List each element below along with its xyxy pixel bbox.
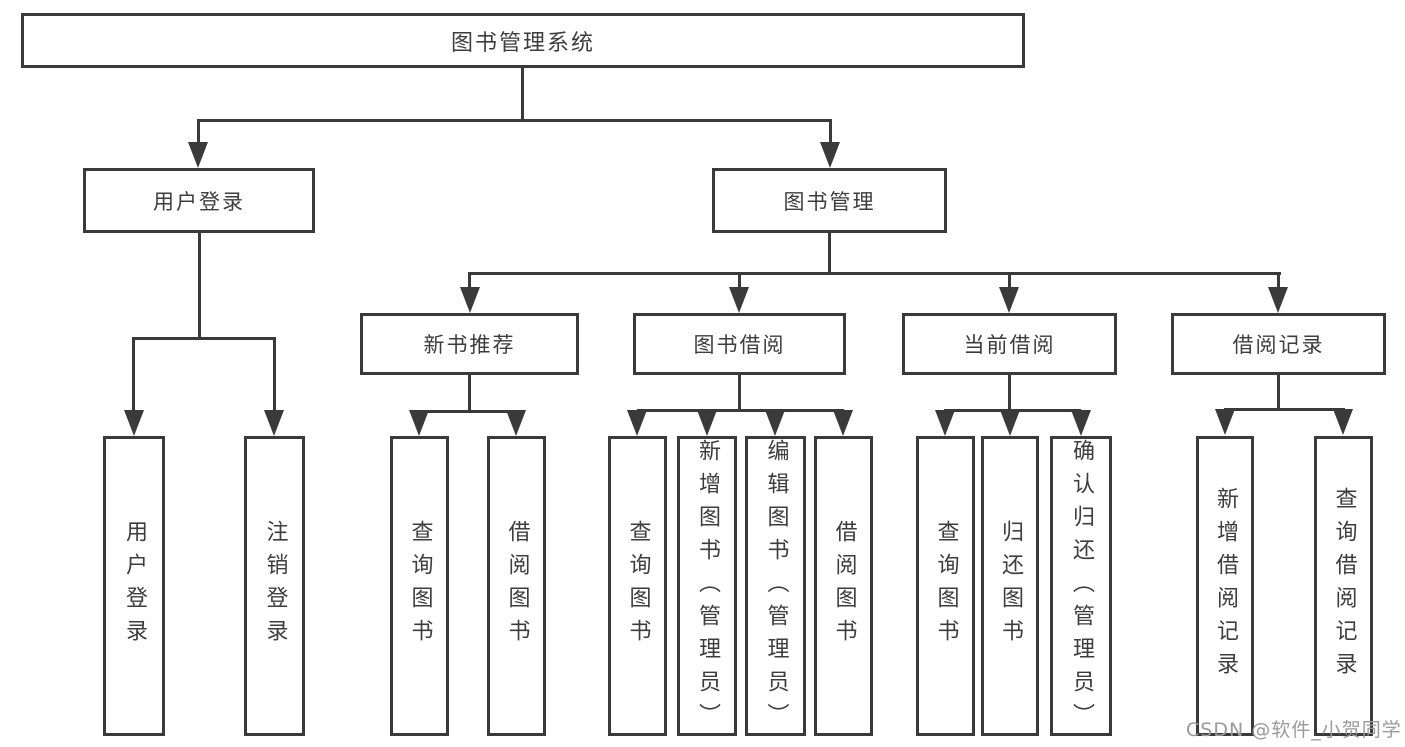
arrow-down-icon: [188, 142, 208, 168]
node-library-management-system: 图书管理系统: [21, 13, 1025, 68]
leaf-nbr-query-books: 查询图书: [390, 436, 449, 736]
arrow-down-icon: [833, 410, 853, 436]
leaf-label: 注销登录: [262, 520, 288, 652]
leaf-bb-borrow-books: 借阅图书: [814, 436, 873, 736]
connector-level3-rail: [468, 272, 1281, 275]
connector-stem: [468, 272, 471, 292]
arrow-down-icon: [729, 287, 749, 313]
node-label: 图书管理系统: [450, 30, 595, 56]
connector-root-stub: [521, 68, 524, 119]
connector-cb-down: [1008, 375, 1011, 409]
leaf-label: 新增借阅记录: [1213, 487, 1238, 685]
leaf-label: 借阅图书: [504, 520, 530, 652]
arrow-down-icon: [1071, 410, 1091, 436]
connector-level2-rail: [197, 119, 831, 122]
node-current-borrowing: 当前借阅: [902, 313, 1117, 375]
leaf-label: 借阅图书: [831, 520, 857, 652]
arrow-down-icon: [935, 410, 955, 436]
connector-br-down: [1277, 375, 1280, 408]
leaf-label: 查询图书: [407, 520, 433, 652]
leaf-br-query-record: 查询借阅记录: [1314, 436, 1373, 736]
arrow-down-icon: [627, 410, 647, 436]
connector-stem: [1008, 272, 1011, 292]
connector-br-rail: [1224, 408, 1345, 411]
leaf-bb-add-books-admin: 新增图书（管理员）: [677, 436, 737, 736]
node-label: 新书推荐: [423, 333, 516, 357]
connector-book-mgmt-down: [828, 233, 831, 272]
arrow-down-icon: [460, 287, 480, 313]
leaf-bb-query-books: 查询图书: [608, 436, 667, 736]
connector-stem: [132, 337, 135, 418]
leaf-user-login: 用户登录: [103, 436, 165, 736]
leaf-br-add-record: 新增借阅记录: [1196, 436, 1254, 736]
node-book-management: 图书管理: [712, 168, 947, 233]
node-book-borrowing: 图书借阅: [633, 313, 846, 375]
connector-bb-down: [738, 375, 741, 409]
connector-bb-rail: [637, 409, 844, 412]
node-label: 图书管理: [783, 189, 876, 214]
connector-book-mgmt-stem: [829, 119, 832, 149]
arrow-down-icon: [1333, 409, 1353, 435]
leaf-logout: 注销登录: [244, 436, 305, 736]
arrow-down-icon: [697, 410, 717, 436]
connector-user-login-rail: [133, 337, 276, 340]
connector-nbr-rail: [419, 410, 517, 413]
leaf-cb-confirm-return-admin: 确认归还（管理员）: [1050, 436, 1112, 736]
arrow-down-icon: [820, 142, 840, 168]
connector-stem: [738, 272, 741, 292]
leaf-label: 新增图书（管理员）: [695, 439, 720, 736]
node-label: 借阅记录: [1232, 333, 1325, 357]
arrow-down-icon: [409, 410, 429, 436]
arrow-down-icon: [264, 410, 284, 436]
leaf-label: 归还图书: [998, 520, 1023, 652]
arrow-down-icon: [1215, 409, 1235, 435]
leaf-cb-query-books: 查询图书: [916, 436, 975, 736]
arrow-down-icon: [765, 410, 785, 436]
csdn-watermark: CSDN @软件_小贺同学: [1186, 719, 1402, 741]
arrow-down-icon: [999, 287, 1019, 313]
leaf-label: 查询图书: [933, 520, 959, 652]
node-label: 图书借阅: [693, 333, 786, 357]
connector-nbr-down: [468, 375, 471, 410]
arrow-down-icon: [124, 410, 144, 436]
arrow-down-icon: [1000, 410, 1020, 436]
node-user-login: 用户登录: [83, 168, 315, 233]
leaf-label: 查询图书: [625, 520, 651, 652]
leaf-nbr-borrow-books: 借阅图书: [487, 436, 546, 736]
connector-user-login-down: [198, 233, 201, 337]
node-label: 当前借阅: [963, 333, 1056, 357]
arrow-down-icon: [506, 410, 526, 436]
connector-user-login-stem: [197, 119, 200, 149]
node-new-book-recommendation: 新书推荐: [360, 313, 579, 375]
leaf-label: 确认归还（管理员）: [1069, 439, 1094, 736]
node-borrowing-records: 借阅记录: [1171, 313, 1386, 375]
connector-stem: [273, 337, 276, 418]
leaf-bb-edit-books-admin: 编辑图书（管理员）: [745, 436, 806, 736]
leaf-label: 查询借阅记录: [1331, 487, 1357, 685]
arrow-down-icon: [1268, 287, 1288, 313]
leaf-cb-return-books: 归还图书: [981, 436, 1039, 736]
node-label: 用户登录: [153, 189, 245, 214]
leaf-label: 用户登录: [122, 520, 147, 652]
leaf-label: 编辑图书（管理员）: [763, 439, 789, 736]
connector-stem: [1277, 272, 1280, 292]
